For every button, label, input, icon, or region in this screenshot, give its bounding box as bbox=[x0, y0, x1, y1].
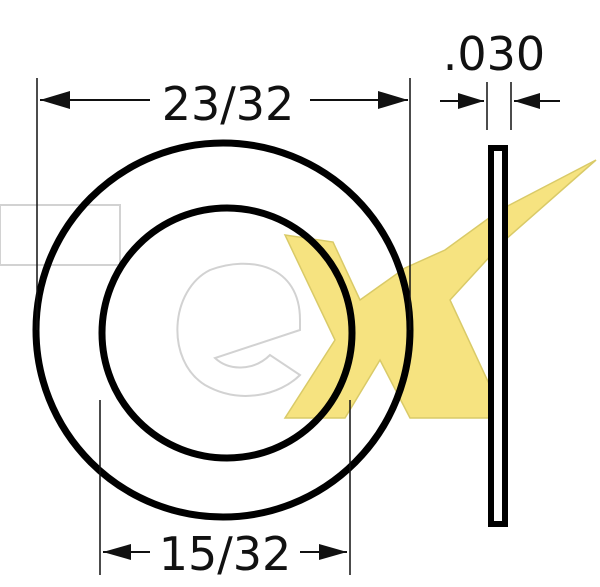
washer-inner-ring bbox=[98, 204, 356, 462]
watermark-x-shape bbox=[283, 159, 597, 419]
inner-diameter-dimension: 15/32 bbox=[99, 400, 351, 581]
outer-diameter-dimension: 23/32 bbox=[36, 77, 411, 330]
thickness-dimension: .030 bbox=[440, 27, 560, 130]
watermark-e-shape bbox=[176, 262, 302, 397]
watermark-t-shape bbox=[0, 204, 121, 266]
thickness-label: .030 bbox=[443, 27, 545, 81]
inner-diameter-label: 15/32 bbox=[159, 527, 292, 581]
washer-profile bbox=[488, 145, 508, 527]
outer-diameter-label: 23/32 bbox=[162, 77, 295, 131]
watermark-logo bbox=[0, 159, 597, 419]
